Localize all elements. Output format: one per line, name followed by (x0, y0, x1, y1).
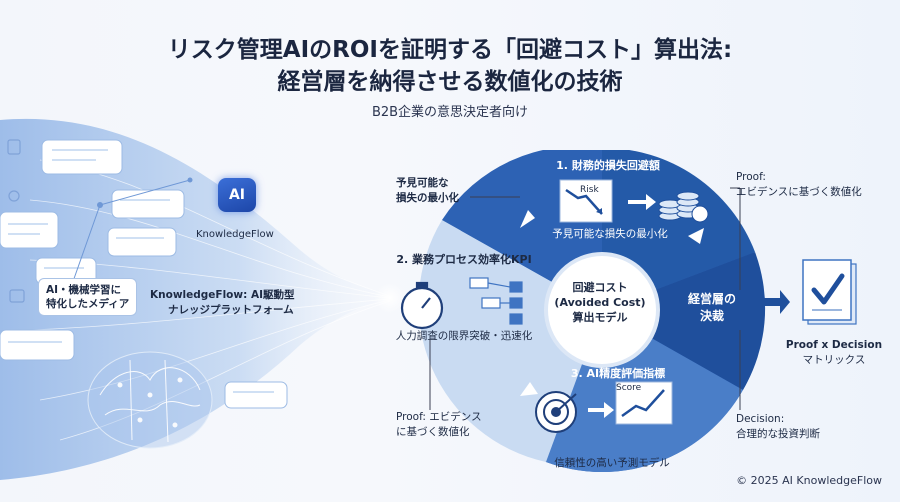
seg2-title: 2. 業務プロセス効率化KPI (396, 253, 532, 266)
risk-chart-icon (559, 179, 613, 223)
annot-bottom-left-line2: に基づく数値化 (396, 426, 470, 438)
result-line1: Proof x Decision (785, 339, 883, 351)
result-line2: マトリックス (802, 354, 866, 366)
chat-bubble-icons (0, 139, 288, 409)
left-illustration (0, 118, 406, 481)
seg3-caption: 信頼性の高い予測モデル (554, 457, 670, 469)
page-title-line1: リスク管理AIのROIを証明する「回避コスト」算出法: (167, 37, 733, 63)
annot-top-left-line1: 予見可能な (396, 177, 449, 189)
seg1-title: 1. 財務的損失回避額 (556, 159, 660, 172)
page-title-line2: 経営層を納得させる数値化の技術 (277, 69, 623, 95)
stopwatch-icon (400, 281, 444, 330)
page-subtitle: B2B企業の意思決定者向け (371, 105, 529, 120)
score-chart-icon (615, 381, 673, 425)
copyright: © 2025 AI KnowledgeFlow (736, 474, 882, 487)
annot-top-right-line2: エビデンスに基づく数値化 (736, 186, 862, 198)
platform-line2: ナレッジプラットフォーム (168, 304, 294, 316)
seg3-score-tag: Score (616, 383, 642, 393)
seg2-caption: 人力調査の限界突破・迅速化 (395, 330, 533, 342)
brain-icon (87, 351, 213, 449)
annot-bottom-right-line2: 合理的な投資判断 (736, 428, 820, 440)
annot-top-left-line2: 損失の最小化 (396, 192, 459, 204)
seg3-title: 3. AI精度評価指標 (570, 367, 666, 380)
brand-label: KnowledgeFlow (196, 229, 274, 240)
center-line1: 回避コスト (572, 281, 628, 294)
center-line3: 算出モデル (572, 311, 628, 324)
target-icon (535, 391, 577, 433)
annot-top-right-line1: Proof: (736, 171, 766, 183)
seg1-caption: 予見可能な損失の最小化 (552, 228, 668, 240)
platform-line1: KnowledgeFlow: AI駆動型 (150, 289, 295, 301)
seg4-line2: 決裁 (699, 309, 724, 323)
center-line2: (Avoided Cost) (554, 296, 646, 309)
ai-chip-icon: AI (218, 178, 256, 212)
coins-icon (658, 191, 709, 223)
avoided-cost-wheel (400, 150, 790, 473)
annot-bottom-left-line1: Proof: エビデンス (396, 411, 482, 423)
seg4-line1: 経営層の (687, 292, 736, 306)
seg1-risk-tag: Risk (580, 185, 599, 195)
media-callout: AI・機械学習に 特化したメディア (38, 278, 138, 317)
process-flow-icon (469, 277, 523, 325)
annot-bottom-right-line1: Decision: (736, 413, 785, 425)
document-check-icon (802, 259, 857, 325)
